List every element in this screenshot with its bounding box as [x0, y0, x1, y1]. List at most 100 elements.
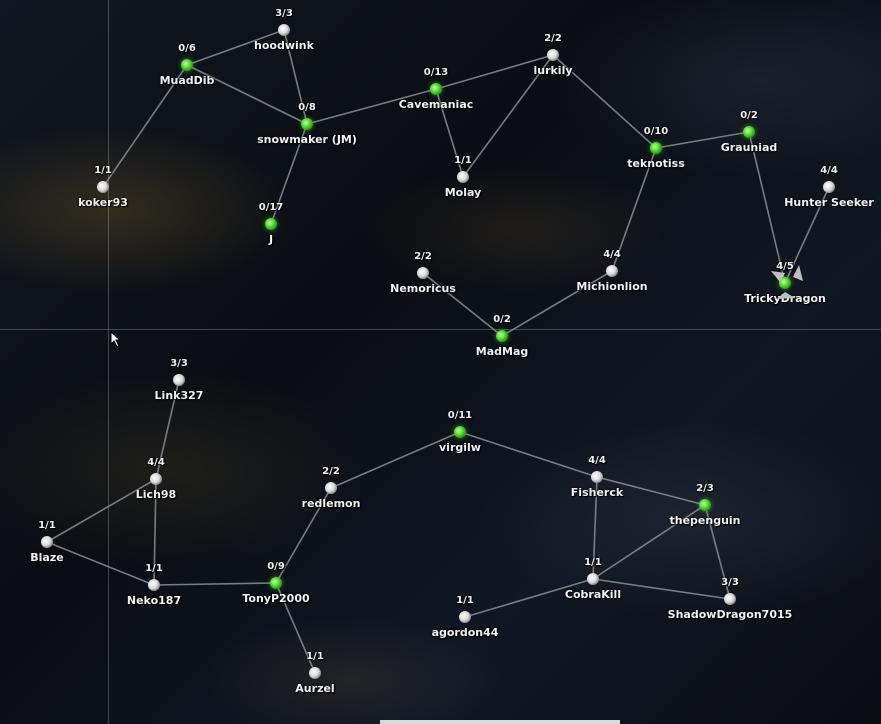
white-planet-icon[interactable]	[148, 579, 160, 591]
white-planet-icon[interactable]	[606, 265, 618, 277]
node-count: 1/1	[94, 165, 112, 176]
green-planet-icon[interactable]	[743, 126, 755, 138]
node-count: 3/3	[721, 577, 739, 588]
node-name: hoodwink	[254, 39, 314, 52]
white-planet-icon[interactable]	[459, 611, 471, 623]
node-count: 3/3	[170, 358, 188, 369]
grid-line-vertical	[108, 0, 109, 724]
link-grauniad-trickydragon	[748, 131, 786, 284]
link-snowmaker-cavemaniac	[306, 88, 437, 125]
node-name: Fisherck	[570, 486, 624, 499]
link-lich98-blaze	[46, 478, 157, 543]
node-count: 0/10	[643, 126, 669, 137]
node-name: J	[268, 233, 274, 246]
link-cobrakill-shadowdragon	[592, 578, 731, 600]
node-name: thepenguin	[669, 514, 741, 527]
node-count: 0/13	[423, 67, 449, 78]
node-count: 4/4	[820, 165, 838, 176]
link-redlemon-virgilw	[330, 431, 461, 489]
white-planet-icon[interactable]	[173, 374, 185, 386]
green-planet-icon[interactable]	[699, 499, 711, 511]
node-name: Aurzel	[295, 682, 335, 695]
grid-line-horizontal	[0, 329, 881, 330]
node-count: 0/2	[493, 314, 511, 325]
link-neko187-tonyp2000	[153, 582, 277, 586]
white-planet-icon[interactable]	[547, 49, 559, 61]
link-nemoricus-madmag	[422, 272, 503, 337]
node-count: 0/9	[267, 561, 285, 572]
white-planet-icon[interactable]	[823, 181, 835, 193]
link-cavemaniac-lurkily	[435, 54, 554, 90]
link-blaze-neko187	[46, 541, 155, 586]
node-name: Lich98	[135, 488, 177, 501]
node-name: koker93	[78, 196, 128, 209]
green-planet-icon[interactable]	[779, 277, 791, 289]
white-planet-icon[interactable]	[278, 24, 290, 36]
node-name: lurkily	[533, 64, 573, 77]
white-planet-icon[interactable]	[417, 267, 429, 279]
green-planet-icon[interactable]	[430, 83, 442, 95]
node-count: 1/1	[145, 563, 163, 574]
link-cobrakill-agordon44	[464, 578, 594, 618]
node-name: Neko187	[126, 594, 182, 607]
green-planet-icon[interactable]	[181, 59, 193, 71]
link-cavemaniac-molay	[435, 88, 464, 178]
link-muaddib-snowmaker	[186, 64, 308, 125]
link-muaddib-koker93	[102, 64, 188, 188]
white-planet-icon[interactable]	[150, 473, 162, 485]
node-name: ShadowDragon7015	[667, 608, 793, 621]
mouse-pointer-icon	[110, 331, 122, 348]
node-name: Grauniad	[720, 141, 778, 154]
bottom-scrollbar[interactable]	[380, 720, 620, 724]
link-hoodwink-snowmaker	[283, 29, 308, 125]
link-lurkily-teknotiss	[552, 54, 657, 149]
link-thepenguin-cobrakill	[592, 504, 706, 580]
node-count: 2/2	[414, 251, 432, 262]
node-name: Molay	[444, 186, 482, 199]
node-name: agordon44	[431, 626, 499, 639]
link-fisherck-thepenguin	[596, 476, 706, 506]
node-count: 1/1	[454, 155, 472, 166]
node-name: Cavemaniac	[398, 98, 474, 111]
node-count: 4/4	[588, 455, 606, 466]
green-planet-icon[interactable]	[650, 142, 662, 154]
node-name: redlemon	[301, 497, 361, 510]
node-name: CobraKill	[564, 588, 622, 601]
link-lich98-neko187	[153, 478, 157, 586]
green-planet-icon[interactable]	[496, 330, 508, 342]
link-fisherck-cobrakill	[592, 476, 598, 580]
link-lurkily-molay	[462, 54, 554, 178]
white-planet-icon[interactable]	[457, 171, 469, 183]
white-planet-icon[interactable]	[309, 667, 321, 679]
node-count: 4/4	[147, 457, 165, 468]
node-name: Link327	[154, 389, 204, 402]
white-planet-icon[interactable]	[724, 593, 736, 605]
node-count: 1/1	[584, 557, 602, 568]
node-count: 4/4	[603, 249, 621, 260]
green-planet-icon[interactable]	[270, 577, 282, 589]
node-name: MadMag	[475, 345, 529, 358]
node-count: 0/6	[178, 43, 196, 54]
link-virgilw-fisherck	[459, 431, 598, 478]
white-planet-icon[interactable]	[325, 482, 337, 494]
link-hunterseeker-trickydragon	[784, 186, 830, 284]
link-thepenguin-shadowdragon	[704, 504, 731, 600]
node-count: 3/3	[275, 8, 293, 19]
node-count: 0/8	[298, 102, 316, 113]
green-planet-icon[interactable]	[454, 426, 466, 438]
white-planet-icon[interactable]	[591, 471, 603, 483]
node-count: 2/3	[696, 483, 714, 494]
white-planet-icon[interactable]	[97, 181, 109, 193]
node-name: Nemoricus	[390, 282, 456, 295]
green-planet-icon[interactable]	[301, 118, 313, 130]
node-count: 1/1	[38, 520, 56, 531]
green-planet-icon[interactable]	[265, 218, 277, 230]
link-michionlion-madmag	[501, 270, 613, 337]
node-count: 1/1	[306, 651, 324, 662]
node-count: 0/2	[740, 110, 758, 121]
white-planet-icon[interactable]	[587, 573, 599, 585]
node-count: 1/1	[456, 595, 474, 606]
white-planet-icon[interactable]	[41, 536, 53, 548]
